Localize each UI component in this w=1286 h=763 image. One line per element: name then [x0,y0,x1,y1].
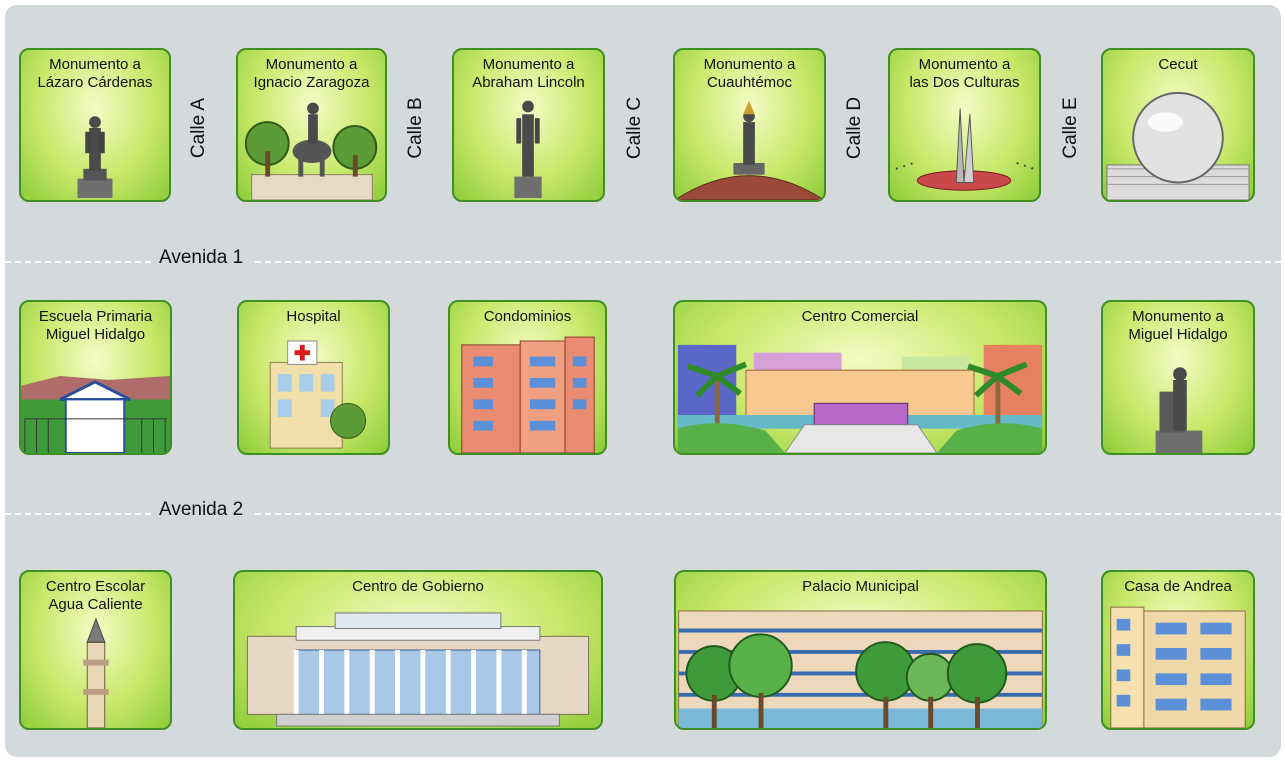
apartment-building-icon [1110,606,1246,728]
monument-icon [895,108,1035,191]
card-cecut[interactable]: Cecut [1101,48,1255,202]
minaret-tower-icon [83,617,109,728]
avenida-1-line [5,261,1281,263]
school-icon [21,376,170,453]
calle-a-label: Calle A [188,97,209,159]
map-board: Avenida 1 Avenida 2 Calle A Calle B Call… [5,5,1281,757]
card-condominios[interactable]: Condominios [448,300,607,455]
card-casa-de-andrea[interactable]: Casa de Andrea [1101,570,1255,730]
hospital-icon [269,340,367,449]
avenida-1-label: Avenida 1 [151,247,252,269]
statue-icon [77,116,113,199]
dome-building-icon [1106,91,1250,200]
statue-icon [675,100,824,200]
calle-c-label: Calle C [624,96,645,160]
avenida-2-line [5,513,1281,515]
calle-e-label: Calle E [1060,97,1081,159]
calle-b-label: Calle B [405,97,426,159]
calle-d-label: Calle D [844,96,865,160]
shopping-mall-icon [677,344,1043,453]
statue-icon [514,100,542,199]
town-hall-icon [678,610,1043,728]
card-centro-comercial[interactable]: Centro Comercial [673,300,1047,455]
card-hospital[interactable]: Hospital [237,300,390,455]
government-building-icon [246,612,590,727]
avenida-2-label: Avenida 2 [151,499,252,521]
statue-icon [1155,367,1203,453]
apartment-building-icon [461,336,595,453]
card-centro-de-gobierno[interactable]: Centro de Gobierno [233,570,603,730]
equestrian-statue-icon [244,102,378,200]
card-palacio-municipal[interactable]: Palacio Municipal [674,570,1047,730]
